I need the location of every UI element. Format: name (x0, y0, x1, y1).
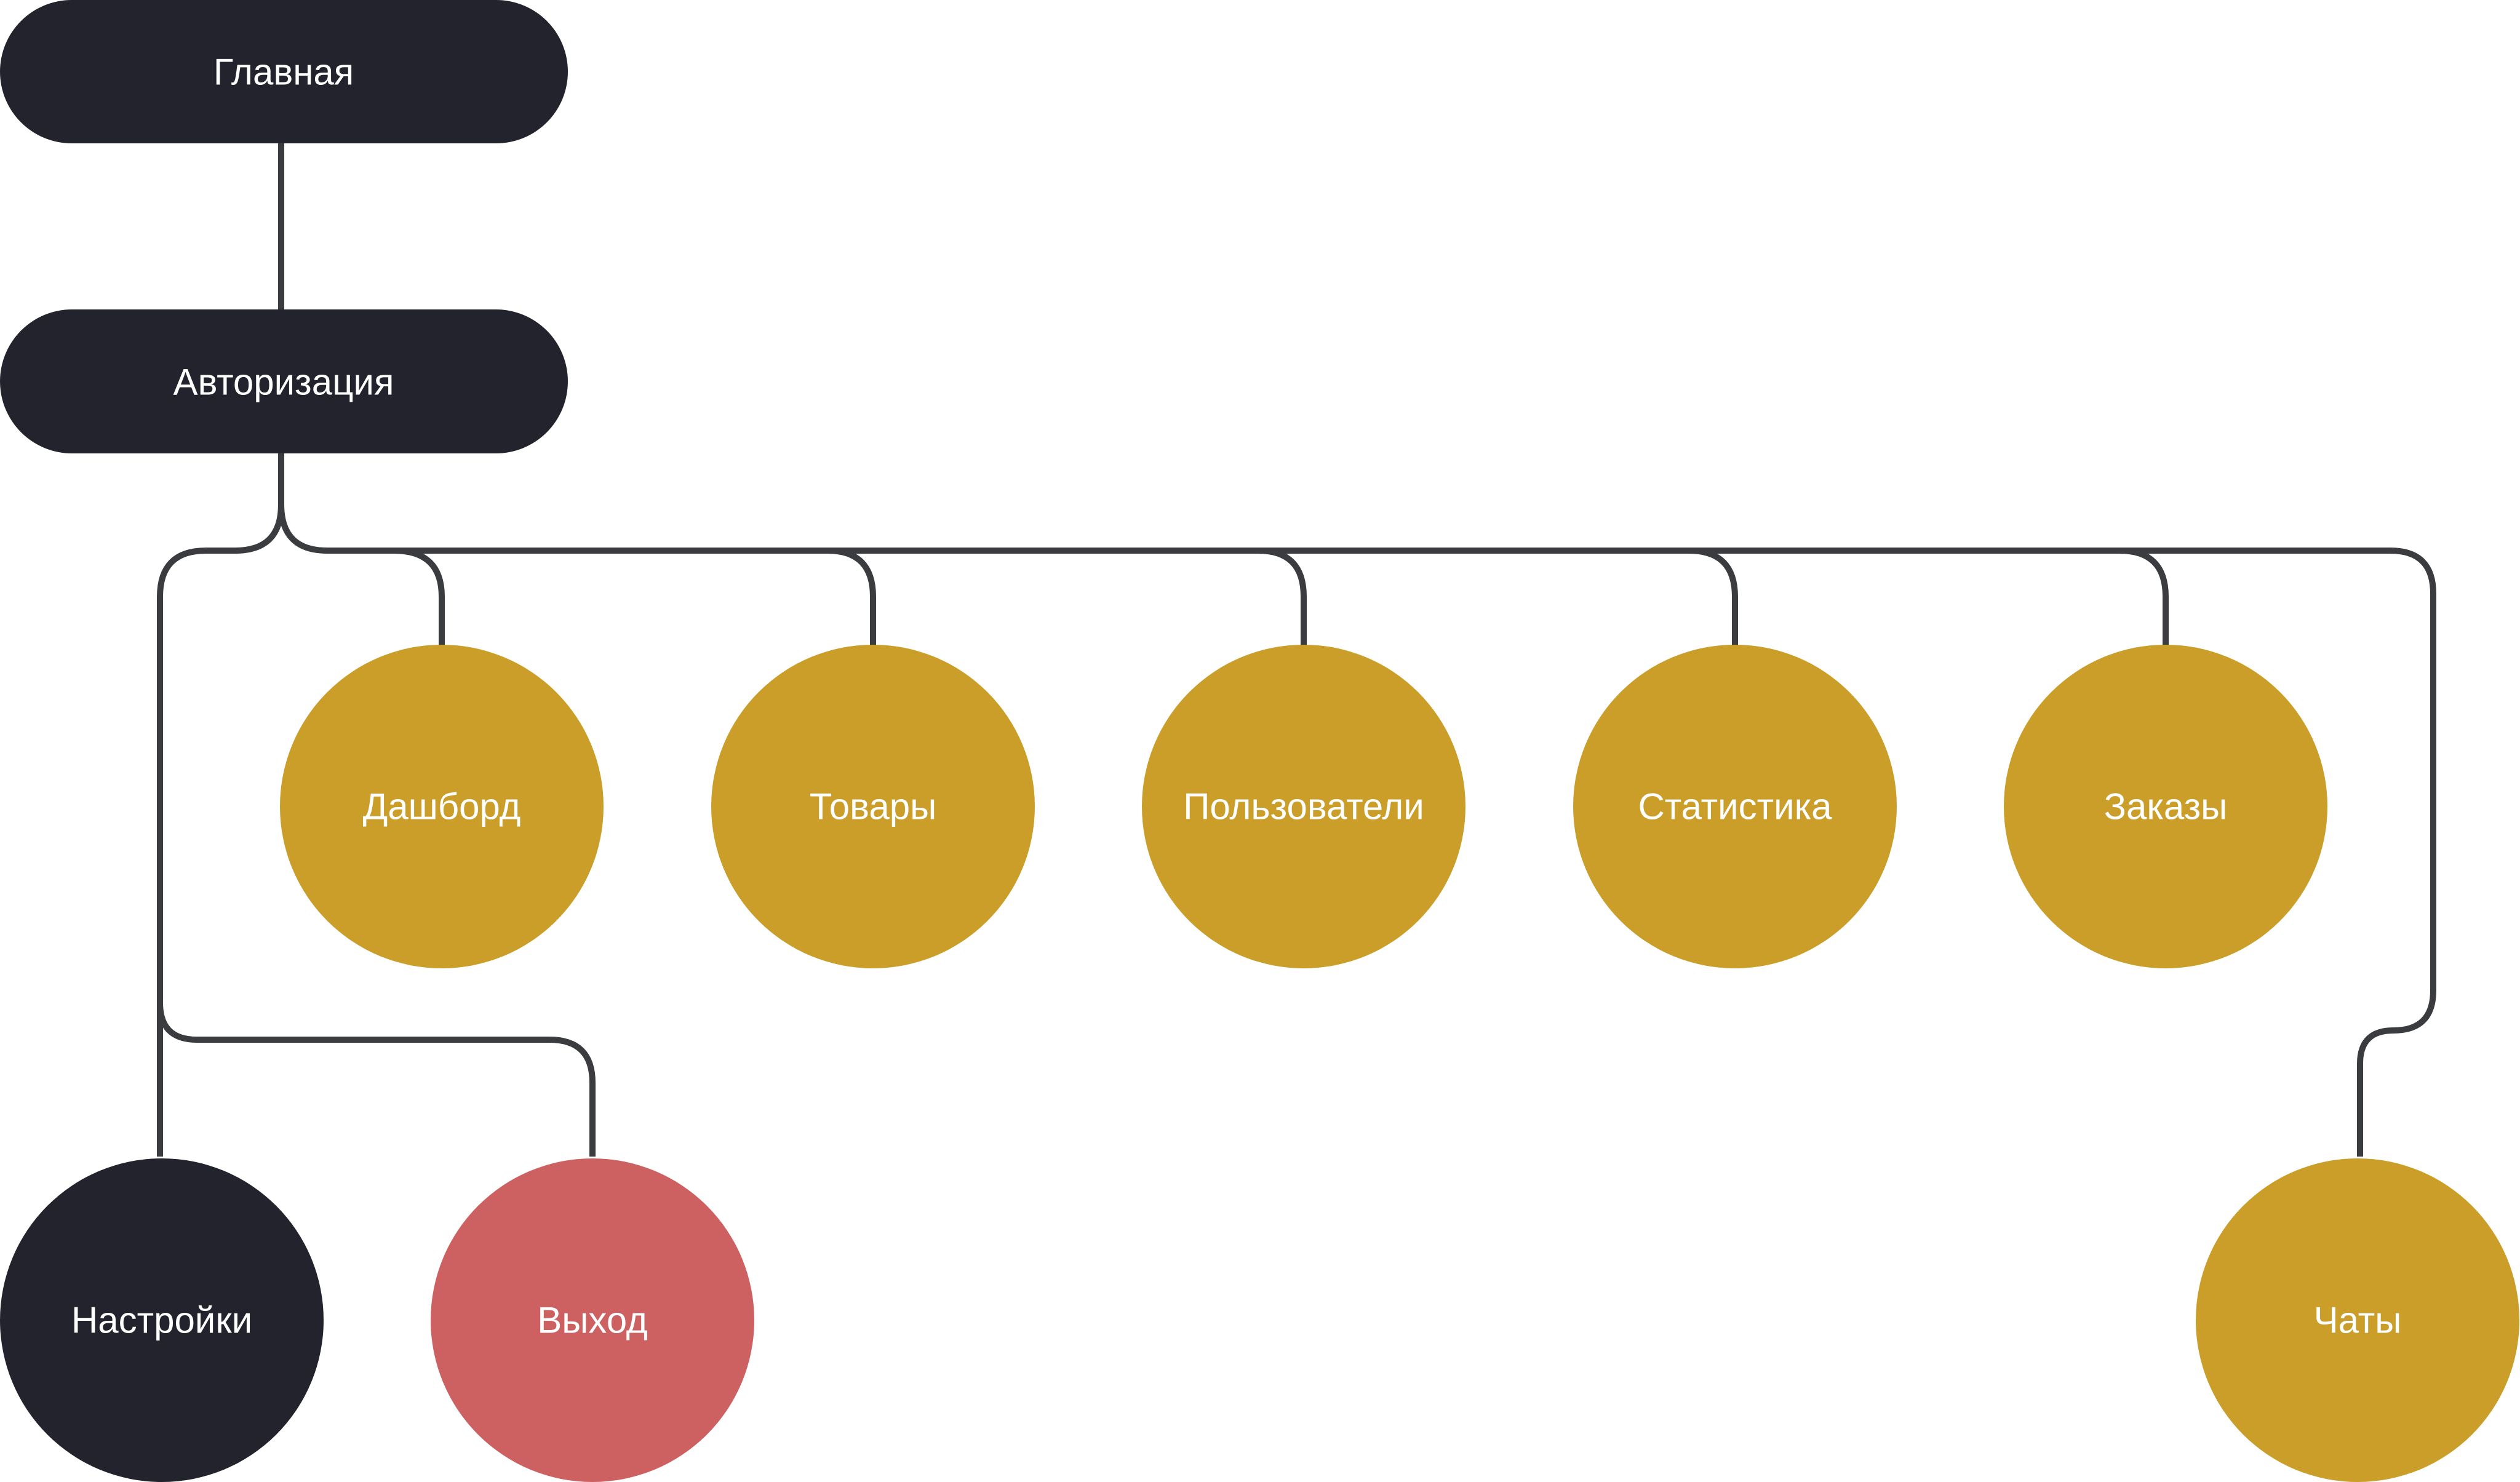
edge-auth-main-bus (278, 453, 2436, 1157)
node-settings[interactable]: Настройки (0, 1158, 324, 1482)
node-logout[interactable]: Выход (431, 1158, 754, 1482)
node-auth[interactable]: Авторизация (0, 309, 568, 453)
node-home[interactable]: Главная (0, 0, 568, 143)
node-dashboard[interactable]: Дашборд (280, 645, 604, 968)
node-users-shape (1142, 645, 1465, 968)
edge-bus-products (827, 548, 876, 645)
node-settings-shape (0, 1158, 324, 1482)
node-auth-label: Авторизация (173, 362, 394, 403)
node-chats[interactable]: Чаты (2196, 1158, 2519, 1482)
node-chats-label: Чаты (2314, 1300, 2402, 1341)
node-statistics-label: Статистика (1638, 786, 1832, 827)
node-chats-shape (2196, 1158, 2519, 1482)
node-home-label: Главная (213, 52, 354, 93)
node-statistics-shape (1573, 645, 1897, 968)
node-orders-label: Заказы (2104, 786, 2228, 827)
node-users[interactable]: Пользователи (1142, 645, 1465, 968)
node-orders-shape (2004, 645, 2327, 968)
node-orders[interactable]: Заказы (2004, 645, 2327, 968)
edge-bus-dashboard (393, 548, 445, 645)
node-statistics[interactable]: Статистика (1573, 645, 1897, 968)
node-settings-label: Настройки (71, 1300, 252, 1341)
node-dashboard-shape (280, 645, 604, 968)
node-auth-shape (0, 309, 568, 453)
edge-bus-orders (2119, 548, 2169, 645)
node-products-label: Товары (810, 786, 936, 827)
node-dashboard-label: Дашборд (363, 786, 521, 827)
node-home-shape (0, 0, 568, 143)
edge-bus-statistics (1688, 548, 1738, 645)
node-products[interactable]: Товары (711, 645, 1035, 968)
node-logout-shape (431, 1158, 754, 1482)
connectors (157, 143, 2436, 1157)
edge-auth-left-branch (157, 504, 284, 1157)
edge-bus-users (1258, 548, 1307, 645)
node-logout-label: Выход (537, 1300, 648, 1341)
edge-settings-logout (157, 1002, 596, 1157)
node-products-shape (711, 645, 1035, 968)
node-users-label: Пользователи (1183, 786, 1424, 827)
